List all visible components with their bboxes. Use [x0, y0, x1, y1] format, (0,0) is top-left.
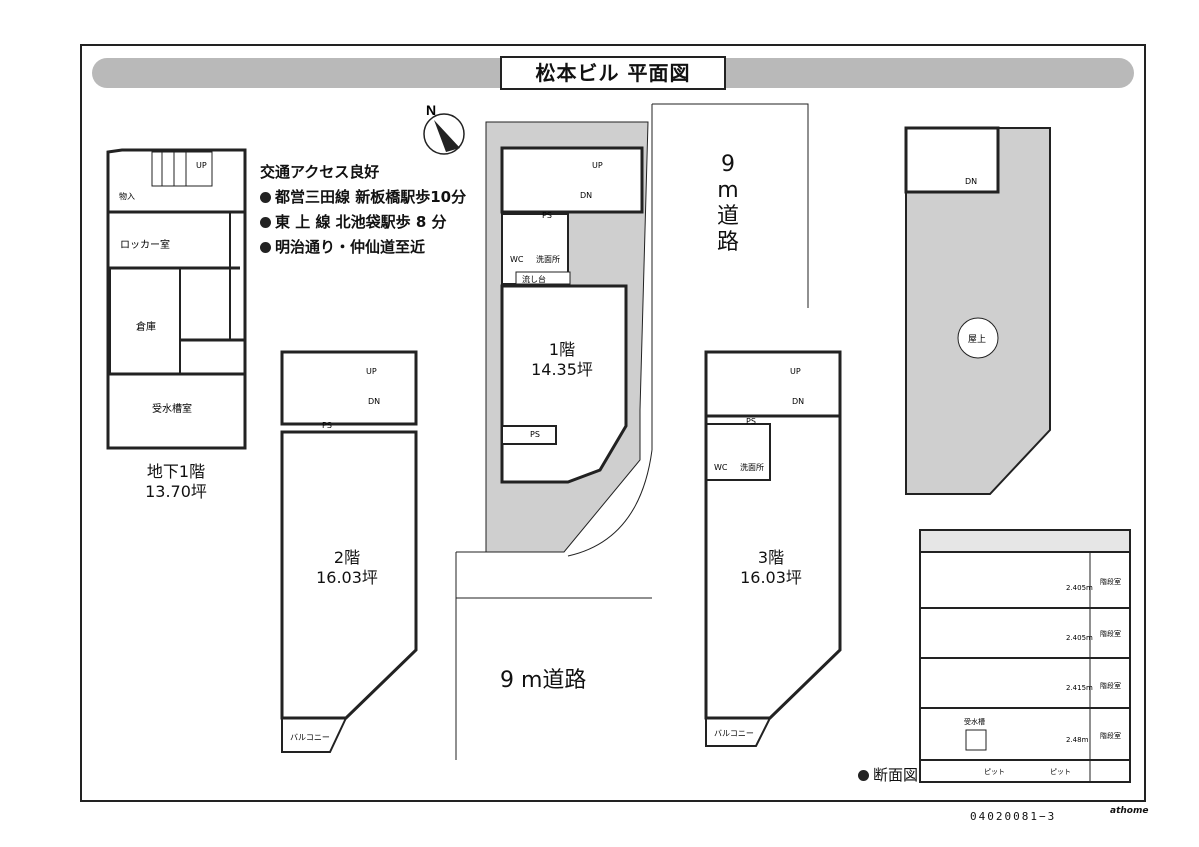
- floor3-ps-label: PS: [746, 417, 756, 426]
- floor1-plan: [485, 121, 649, 553]
- floor3-plan: [704, 350, 842, 747]
- floor3-dn-label: DN: [792, 397, 804, 406]
- roof-plan: [904, 126, 1051, 495]
- floor1-sink-label: 流し台: [522, 274, 546, 284]
- section-drawing: [919, 529, 1131, 783]
- brand-logo: athome: [1110, 806, 1149, 816]
- section-tank-label: 受水槽: [964, 717, 985, 726]
- section-pit-2: ピット: [1050, 768, 1071, 776]
- north-arrow-icon: N: [423, 102, 465, 155]
- section-stair-4: 階段室: [1100, 731, 1121, 740]
- document-code: 04020081−3: [970, 810, 1057, 823]
- basement-warehouse-label: 倉庫: [136, 320, 156, 333]
- section-height-4: 2.48m: [1066, 736, 1089, 744]
- floor3-wc-label: WC: [714, 463, 728, 472]
- floor2-plan: [280, 350, 418, 753]
- north-label: N: [426, 102, 436, 118]
- access-heading: 交通アクセス良好: [260, 163, 380, 181]
- sheet-frame: [80, 44, 1146, 802]
- road-lines: [455, 103, 809, 760]
- access-line-2: 東 上 線 北池袋駅歩 8 分: [260, 210, 466, 235]
- section-height-1: 2.405m: [1066, 584, 1093, 592]
- section-title: 断面図: [858, 764, 918, 785]
- road-south-label: 9 m道路: [500, 668, 587, 693]
- access-line-3: 明治通り・仲仙道至近: [260, 235, 466, 260]
- basement-up-label: UP: [196, 161, 207, 170]
- floor1-wc-label: WC: [510, 255, 524, 264]
- section-height-3: 2.415m: [1066, 684, 1093, 692]
- basement-tank-label: 受水槽室: [152, 402, 192, 415]
- roof-label: 屋上: [968, 334, 986, 345]
- floor1-ps2-label: PS: [530, 430, 540, 439]
- roof-dn-label: DN: [965, 177, 977, 186]
- section-stair-1: 階段室: [1100, 577, 1121, 586]
- floor3-balcony-label: バルコニー: [714, 729, 754, 738]
- section-stair-3: 階段室: [1100, 681, 1121, 690]
- floor3-up-label: UP: [790, 367, 801, 376]
- page-title: 松本ビル 平面図: [500, 56, 726, 90]
- access-line-1: 都営三田線 新板橋駅歩10分: [260, 185, 466, 210]
- basement-plan: [106, 148, 247, 450]
- floor2-ps-label: PS: [322, 421, 332, 430]
- floor1-ps-label: PS: [542, 211, 552, 220]
- floor2-dn-label: DN: [368, 397, 380, 406]
- section-stair-2: 階段室: [1100, 629, 1121, 638]
- floor2-balcony-label: バルコニー: [290, 733, 330, 742]
- floor1-wash-label: 洗面所: [536, 254, 560, 264]
- floor1-up-label: UP: [592, 161, 603, 170]
- floor1-dn-label: DN: [580, 191, 592, 200]
- basement-storage-label: 物入: [119, 191, 135, 201]
- floor2-up-label: UP: [366, 367, 377, 376]
- floor3-wash-label: 洗面所: [740, 462, 764, 472]
- section-pit-1: ピット: [984, 768, 1005, 776]
- section-labels: 階段室 階段室 階段室 階段室 2.405m 2.405m 2.415m 2.4…: [964, 577, 1121, 776]
- basement-locker-label: ロッカー室: [120, 238, 170, 251]
- section-height-2: 2.405m: [1066, 634, 1093, 642]
- access-info: 交通アクセス良好 都営三田線 新板橋駅歩10分 東 上 線 北池袋駅歩 8 分 …: [260, 160, 466, 260]
